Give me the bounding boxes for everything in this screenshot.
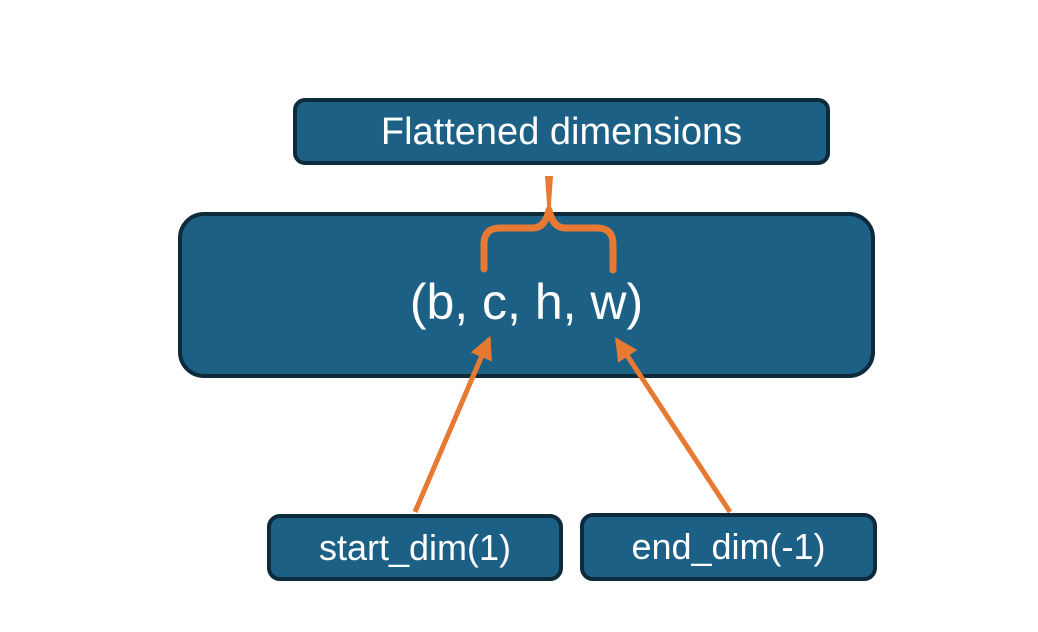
- flattened-dimensions-label: Flattened dimensions: [380, 110, 743, 153]
- node-tensor-shape: (b, c, h, w): [178, 212, 875, 378]
- end-dim-label: end_dim(-1): [631, 526, 826, 567]
- brace-stem-icon: [545, 176, 553, 211]
- node-flattened-dimensions: Flattened dimensions: [293, 98, 830, 165]
- node-end-dim: end_dim(-1): [580, 513, 877, 581]
- node-start-dim: start_dim(1): [267, 514, 563, 581]
- tensor-shape-label: (b, c, h, w): [409, 274, 644, 330]
- start-dim-label: start_dim(1): [318, 526, 512, 568]
